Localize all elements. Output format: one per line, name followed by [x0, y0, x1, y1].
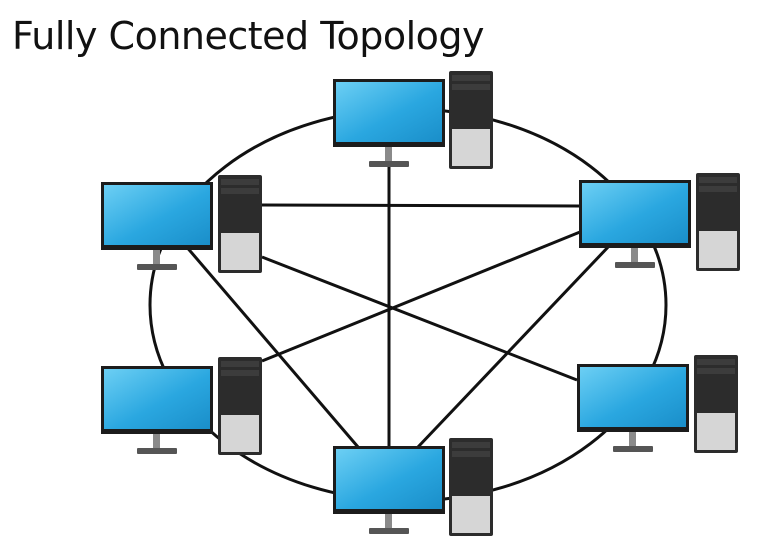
- tower-drive-bay: [697, 368, 735, 374]
- monitor-base: [615, 262, 655, 268]
- node-top: [333, 71, 493, 169]
- tower-panel: [452, 496, 490, 533]
- monitor-base: [137, 264, 177, 270]
- diagram-title: Fully Connected Topology: [12, 14, 485, 58]
- monitor-screen: [336, 449, 442, 509]
- monitor-base: [137, 448, 177, 454]
- tower-panel: [697, 413, 735, 450]
- tower-drive-bay: [452, 442, 490, 448]
- monitor-stand: [631, 246, 638, 262]
- monitor-screen: [580, 367, 686, 427]
- tower-drive-bay: [221, 179, 259, 185]
- monitor-stand: [153, 432, 160, 448]
- tower-drive-bay: [697, 359, 735, 365]
- tower-panel: [699, 231, 737, 268]
- monitor-base: [369, 528, 409, 534]
- link-line: [261, 230, 581, 363]
- monitor-base: [613, 446, 653, 452]
- tower-panel: [221, 233, 259, 270]
- tower-drive-bay: [452, 84, 490, 90]
- link-line: [183, 244, 360, 448]
- link-line: [261, 255, 578, 382]
- nodes-layer: [101, 71, 740, 536]
- monitor-screen: [336, 82, 442, 142]
- node-upper-left: [101, 175, 262, 273]
- monitor-screen: [104, 369, 210, 429]
- tower-panel: [221, 415, 259, 452]
- link-line: [416, 243, 612, 449]
- tower-drive-bay: [452, 451, 490, 457]
- tower-drive-bay: [221, 188, 259, 194]
- node-lower-right: [577, 355, 738, 453]
- monitor-stand: [629, 430, 636, 446]
- monitor-stand: [385, 145, 392, 161]
- link-line: [261, 203, 581, 208]
- monitor-base: [369, 161, 409, 167]
- node-upper-right: [579, 173, 740, 271]
- monitor-stand: [153, 248, 160, 264]
- node-bottom: [333, 438, 493, 536]
- tower-drive-bay: [452, 75, 490, 81]
- tower-drive-bay: [221, 361, 259, 367]
- tower-drive-bay: [699, 177, 737, 183]
- monitor-stand: [385, 512, 392, 528]
- monitor-screen: [104, 185, 210, 245]
- tower-panel: [452, 129, 490, 166]
- tower-drive-bay: [699, 186, 737, 192]
- node-lower-left: [101, 357, 262, 455]
- tower-drive-bay: [221, 370, 259, 376]
- monitor-screen: [582, 183, 688, 243]
